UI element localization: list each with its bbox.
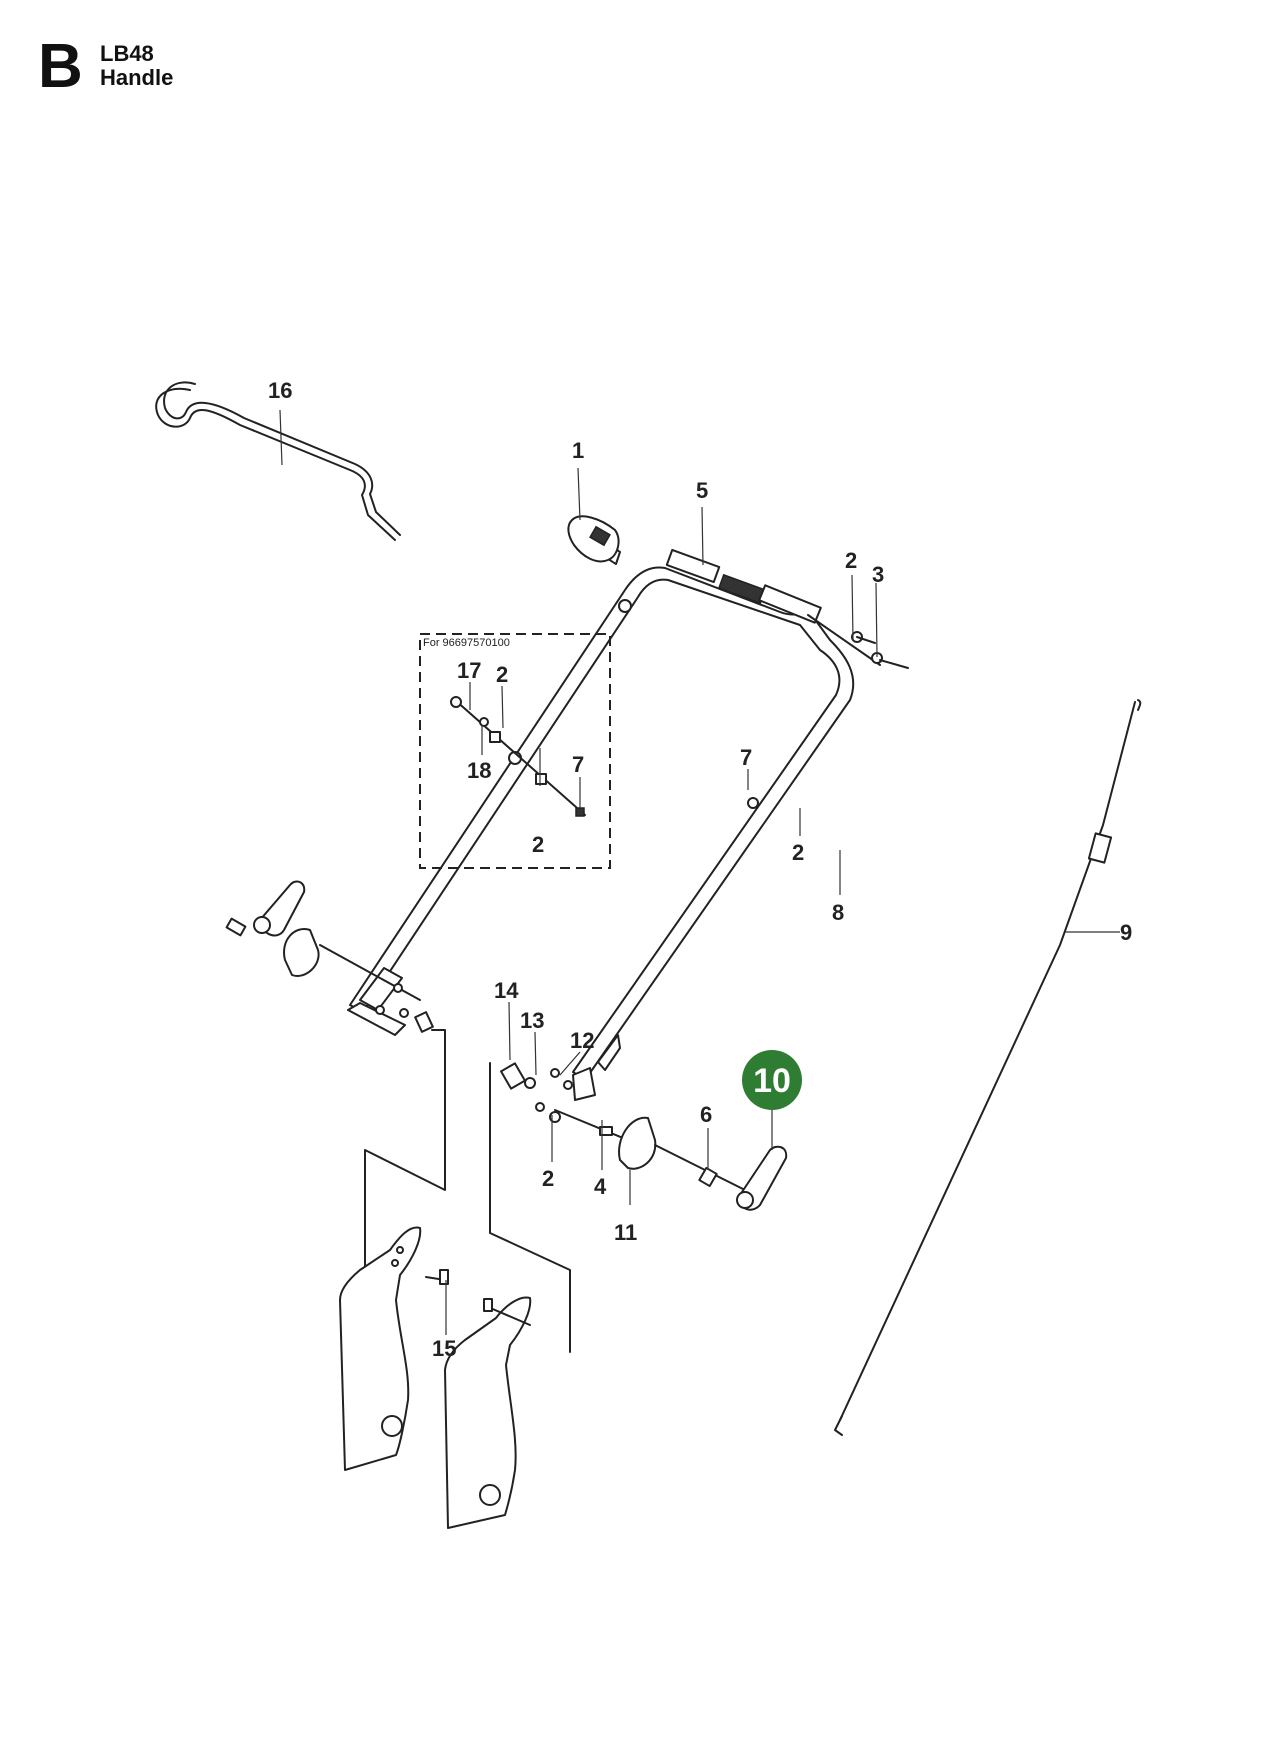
callout-7-right: 7 bbox=[740, 745, 752, 770]
callout-15: 15 bbox=[432, 1336, 456, 1361]
part-lever-knob-left bbox=[225, 880, 446, 1286]
callout-3: 3 bbox=[872, 562, 884, 587]
callout-2-right: 2 bbox=[792, 840, 804, 865]
callout-18: 18 bbox=[467, 758, 491, 783]
part-lever-knob-right bbox=[500, 1062, 788, 1211]
callout-2-kit-top: 2 bbox=[496, 662, 508, 687]
callout-9: 9 bbox=[1120, 920, 1132, 945]
part-cable bbox=[834, 699, 1142, 1436]
leader-lines bbox=[279, 409, 1120, 1335]
callout-16: 16 bbox=[268, 378, 292, 403]
callout-2-top: 2 bbox=[845, 548, 857, 573]
part-upper-handle bbox=[349, 519, 909, 1081]
section-letter: B bbox=[38, 32, 83, 101]
callout-6: 6 bbox=[700, 1102, 712, 1127]
callout-11: 11 bbox=[614, 1220, 637, 1245]
callout-8: 8 bbox=[832, 900, 844, 925]
part-lower-handle bbox=[347, 967, 621, 1101]
model-name: LB48 bbox=[100, 41, 154, 66]
callout-17: 17 bbox=[457, 658, 481, 683]
callout-2-bottom: 2 bbox=[542, 1166, 554, 1191]
kit-box: For 96697570100 bbox=[419, 633, 611, 869]
callout-4: 4 bbox=[594, 1174, 607, 1199]
part-lower-brackets bbox=[339, 1226, 532, 1529]
callout-13: 13 bbox=[520, 1008, 544, 1033]
part-bracket-guides bbox=[489, 1062, 571, 1353]
callout-10-highlight[interactable]: 10 bbox=[742, 1050, 802, 1150]
callout-1: 1 bbox=[572, 438, 584, 463]
callout-7-kit: 7 bbox=[572, 752, 584, 777]
highlight-badge[interactable] bbox=[742, 1050, 802, 1110]
part-bail-rod bbox=[155, 381, 401, 541]
callout-5: 5 bbox=[696, 478, 708, 503]
kit-note: For 96697570100 bbox=[423, 637, 510, 649]
diagram-header: B LB48 Handle bbox=[38, 36, 338, 106]
part-control-bar bbox=[567, 515, 620, 563]
diagram-title: Handle bbox=[100, 65, 174, 90]
callout-labels: 16 1 5 2 3 17 2 18 7 2 7 2 8 9 14 13 12 … bbox=[268, 378, 1132, 1361]
callout-2-kit-bottom: 2 bbox=[532, 832, 544, 857]
callout-12: 12 bbox=[570, 1028, 594, 1053]
callout-14: 14 bbox=[494, 978, 519, 1003]
callout-10[interactable]: 10 bbox=[753, 1062, 791, 1100]
